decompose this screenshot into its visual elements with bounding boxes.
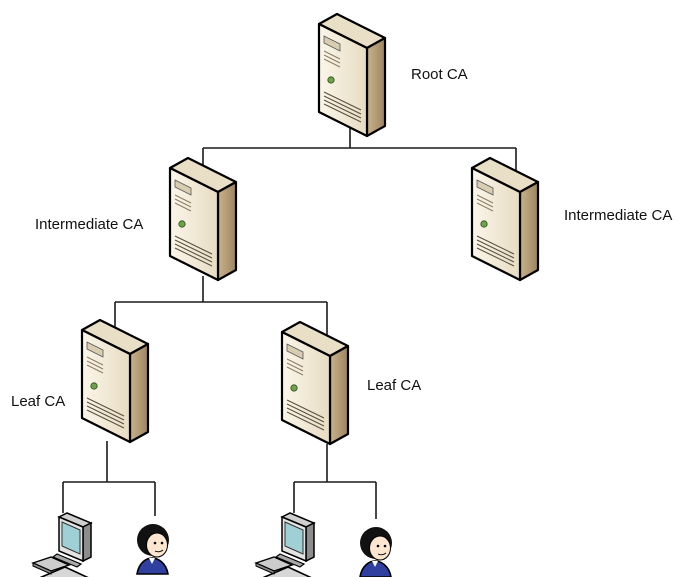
root-ca-label: Root CA bbox=[411, 66, 468, 83]
leaf-ca-right-label: Leaf CA bbox=[367, 377, 421, 394]
computer-icon[interactable] bbox=[32, 512, 92, 577]
intermediate-ca-right-node[interactable]: Intermediate CA bbox=[470, 156, 672, 282]
root-ca-node[interactable]: Root CA bbox=[317, 12, 468, 138]
leaf-ca-left-label: Leaf CA bbox=[11, 393, 65, 410]
intermediate-ca-right-label: Intermediate CA bbox=[564, 207, 672, 224]
server-icon bbox=[80, 318, 150, 444]
leaf-ca-right-node[interactable]: Leaf CA bbox=[280, 320, 421, 446]
user-icon[interactable] bbox=[136, 523, 170, 575]
intermediate-ca-left-node[interactable]: Intermediate CA bbox=[35, 156, 238, 282]
computer-icon[interactable] bbox=[255, 512, 315, 577]
user-icon[interactable] bbox=[359, 526, 393, 577]
server-icon bbox=[470, 156, 540, 282]
server-icon bbox=[168, 156, 238, 282]
server-icon bbox=[280, 320, 350, 446]
server-icon bbox=[317, 12, 387, 138]
leaf-ca-left-node[interactable]: Leaf CA bbox=[11, 318, 150, 444]
intermediate-ca-left-label: Intermediate CA bbox=[35, 216, 143, 233]
